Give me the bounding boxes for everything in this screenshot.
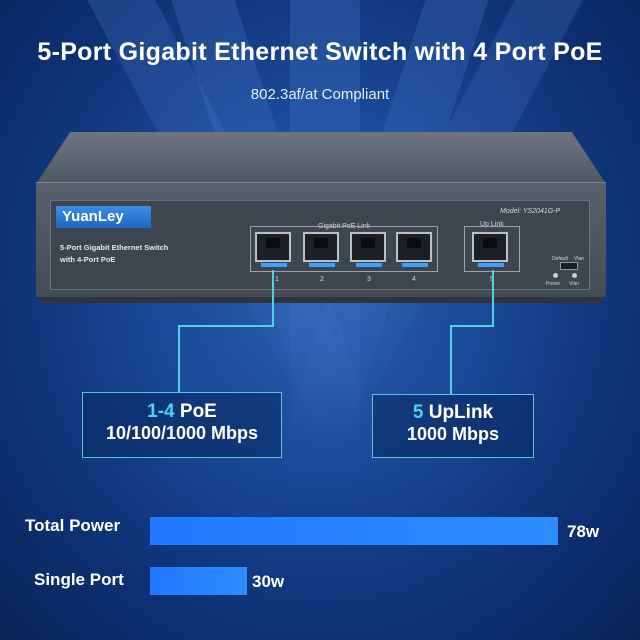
uplink-speed: 1000 Mbps [406, 424, 500, 444]
ethernet-port-2 [303, 232, 339, 267]
single-port-label: Single Port [34, 570, 124, 589]
uplink-connector-vertical-bottom [450, 325, 452, 395]
power-led [553, 273, 558, 278]
poe-speed: 10/100/1000 Mbps [105, 423, 259, 443]
poe-port-range: 1-4 [147, 401, 175, 422]
ethernet-port-5-uplink [472, 232, 508, 267]
brand-logo: YuanLey [56, 206, 151, 228]
description-line-2: with 4-Port PoE [60, 255, 116, 264]
port-number-5: 5 [490, 276, 494, 283]
uplink-group-label: Up Link [480, 221, 504, 228]
ethernet-port-1 [255, 232, 291, 267]
uplink-port-callout: 5 UpLink 1000 Mbps [372, 394, 534, 458]
poe-connector-horizontal [178, 325, 274, 327]
uplink-connector-horizontal [450, 325, 494, 327]
page-title: 5-Port Gigabit Ethernet Switch with 4 Po… [37, 38, 603, 66]
description-line-1: 5-Port Gigabit Ethernet Switch [60, 243, 169, 252]
single-port-value: 30w [252, 572, 285, 591]
total-power-bar [150, 517, 558, 545]
vlan-led [572, 273, 577, 278]
switch-base [40, 297, 602, 303]
single-port-power-bar [150, 567, 247, 595]
vlan-led-label: Vlan [569, 281, 580, 287]
device-description: 5-Port Gigabit Ethernet Switch with 4-Po… [60, 242, 168, 266]
uplink-port-range: 5 [412, 402, 424, 423]
ethernet-port-4 [396, 232, 432, 267]
power-led-label: Power [546, 281, 561, 287]
port-number-2: 2 [320, 276, 324, 283]
switch-default-label: Default [552, 256, 568, 262]
poe-connector-vertical-top [272, 270, 274, 326]
uplink-connector-vertical-top [492, 270, 494, 326]
total-power-label: Total Power [25, 516, 121, 535]
poe-connector-vertical-bottom [178, 325, 180, 393]
poe-label: PoE [179, 401, 217, 422]
port-number-3: 3 [367, 276, 371, 283]
total-power-value: 78w [567, 522, 600, 541]
page-subtitle: 802.3af/at Compliant [250, 86, 390, 103]
poe-ports-callout: 1-4 PoE 10/100/1000 Mbps [82, 392, 282, 458]
port-number-4: 4 [412, 276, 416, 283]
ethernet-port-3 [350, 232, 386, 267]
port-number-1: 1 [275, 276, 279, 283]
model-label: Model: YS2041G-P [500, 208, 561, 215]
poe-port-group-frame [250, 226, 438, 272]
switch-vlan-label: Vlan [574, 256, 585, 262]
switch-top-cover [36, 132, 606, 184]
uplink-label: UpLink [428, 402, 494, 423]
mode-toggle-switch [560, 262, 578, 270]
